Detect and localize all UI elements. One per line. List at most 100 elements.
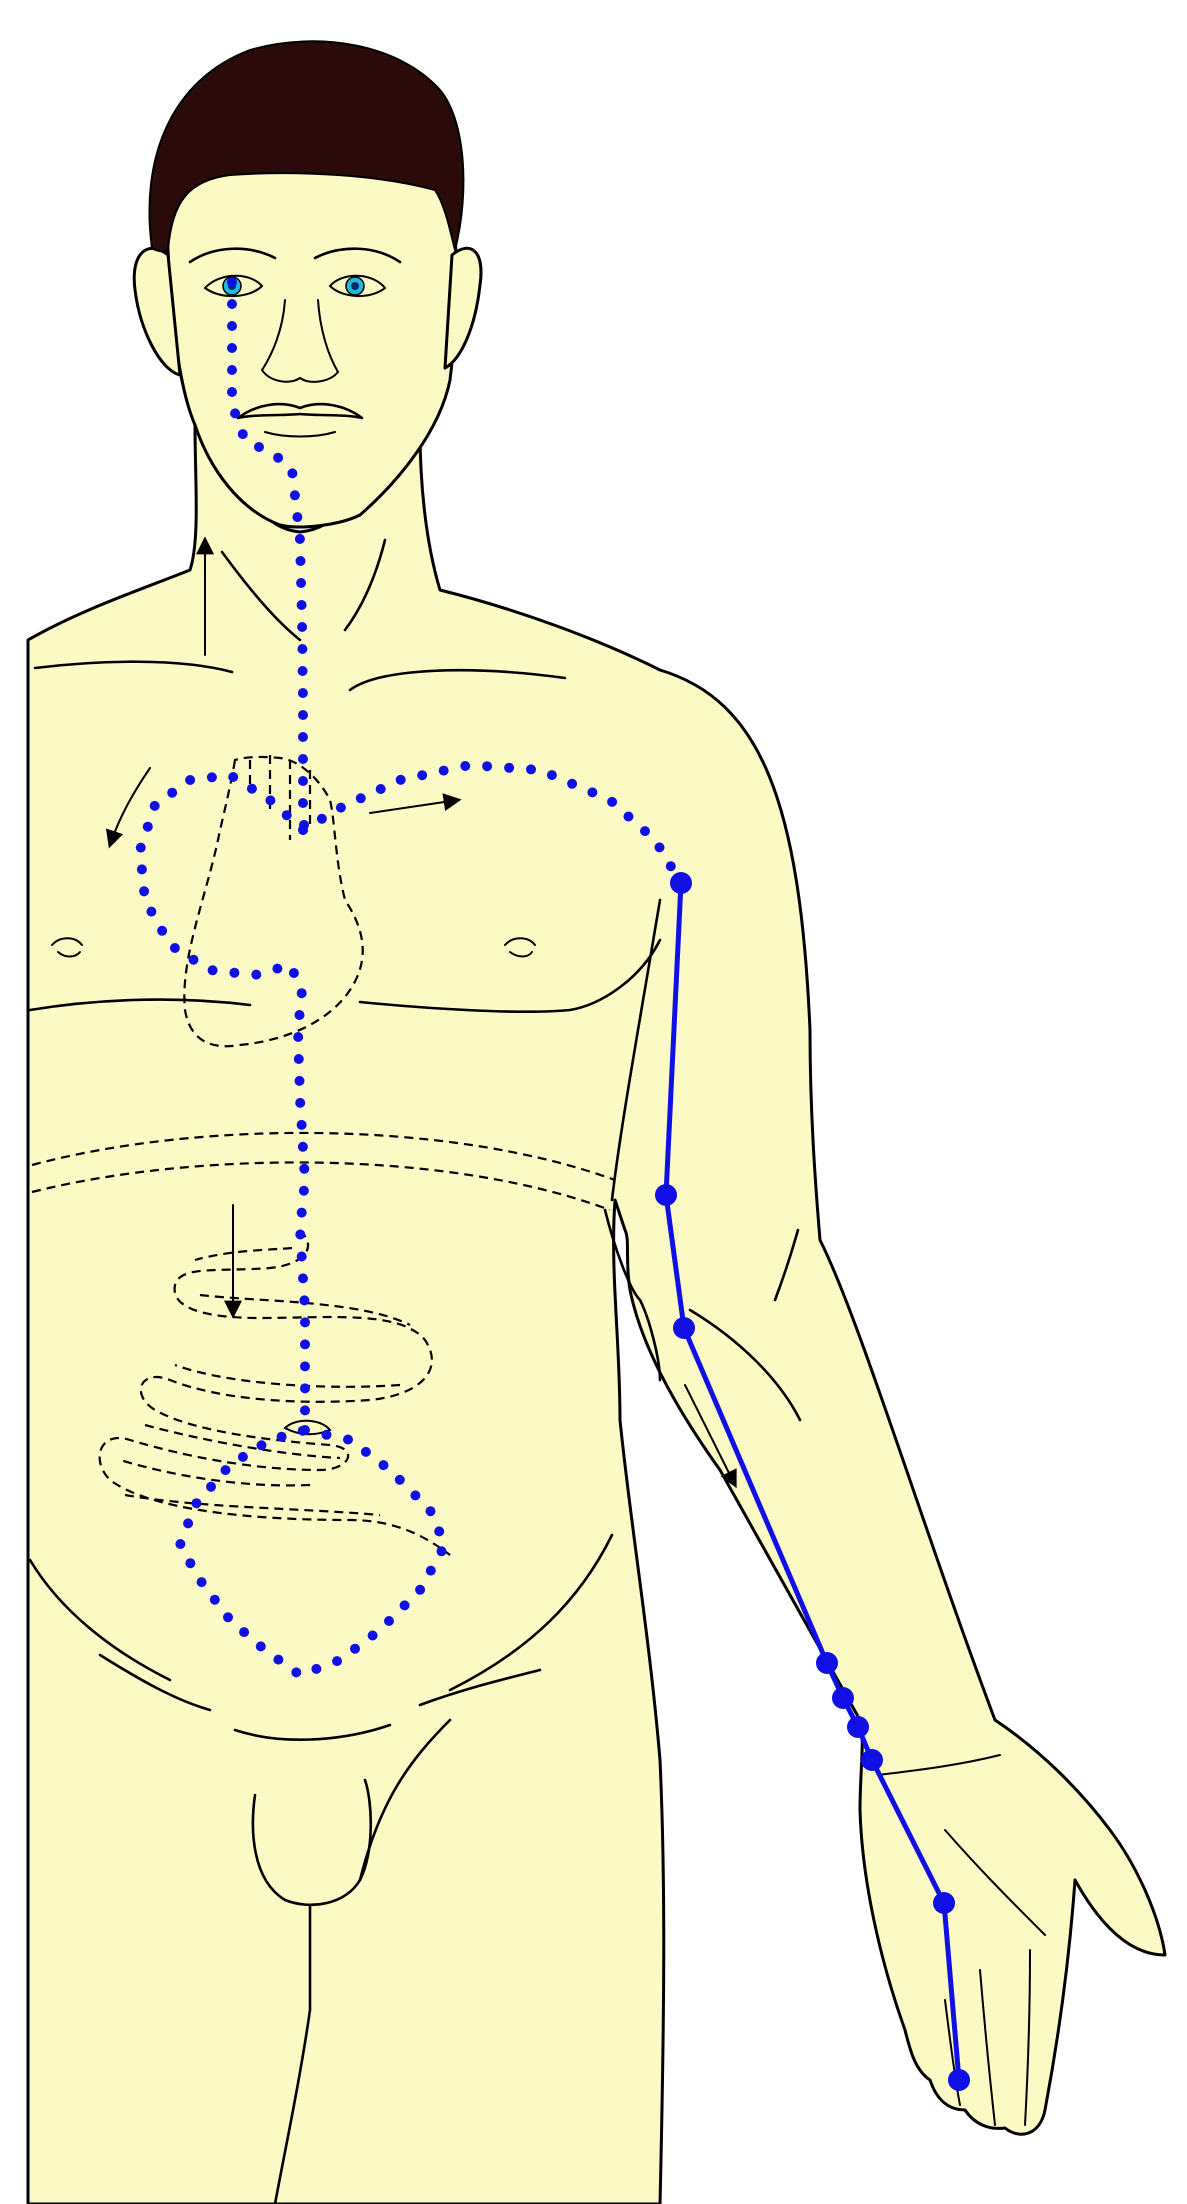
meridian-dot: [417, 770, 428, 781]
elbow-crease: [603, 1208, 662, 1382]
meridian-dot: [251, 969, 262, 980]
meridian-dot: [295, 556, 306, 566]
arrow-chest-right: [369, 793, 462, 814]
meridian-dot: [335, 802, 346, 813]
pectoral-right: [358, 938, 662, 1013]
abdomen-right: [448, 1533, 614, 1692]
forearm-fold: [688, 1308, 802, 1422]
meridian-dot: [294, 1010, 305, 1020]
meridian-dot: [169, 943, 180, 953]
acupoint: [655, 1184, 677, 1206]
meridian-dot: [321, 1429, 332, 1440]
meridian-dot: [188, 954, 199, 965]
meridian-dot: [298, 1185, 309, 1196]
meridian-dot: [298, 710, 308, 720]
acupoint: [670, 872, 692, 894]
meridian-dot: [276, 1431, 287, 1442]
meridian-dot: [425, 1506, 436, 1517]
meridian-dot: [300, 1383, 310, 1394]
meridian-dot: [296, 1207, 307, 1218]
meridian-dot: [567, 778, 578, 789]
groin-right: [418, 1668, 542, 1707]
meridian-dot: [311, 1663, 322, 1674]
acupoint: [847, 1716, 869, 1738]
meridian-dot: [299, 1295, 310, 1306]
meridian-dot: [640, 826, 650, 837]
finger-line-2: [1024, 1949, 1031, 2126]
meridian-dot: [665, 861, 676, 872]
finger-line-1: [979, 1969, 996, 2126]
meridian-external-points: [655, 872, 970, 2091]
meridian-dot: [607, 796, 618, 807]
meridian-dot: [206, 1481, 216, 1492]
meridian-dot: [246, 783, 257, 794]
meridian-dot: [183, 1518, 194, 1529]
meridian-dot: [296, 578, 307, 588]
neck-left: [220, 550, 302, 642]
meridian-dot: [196, 1577, 207, 1588]
meridian-dot: [460, 761, 471, 771]
hair: [148, 40, 465, 253]
meridian-dot: [239, 1627, 250, 1638]
meridian-dot: [360, 1446, 371, 1457]
diaphragm-upper: [31, 1131, 616, 1182]
meridian-dot: [296, 1119, 307, 1130]
meridian-dot: [227, 321, 237, 331]
left-ear: [132, 246, 182, 377]
clavicle-right: [348, 668, 567, 692]
meridian-dot: [299, 1163, 310, 1174]
meridian-dot: [273, 452, 284, 463]
meridian-dot: [209, 1594, 220, 1605]
meridian-dot: [425, 1565, 436, 1576]
forearm-line: [773, 1228, 800, 1302]
meridian-dot: [292, 512, 303, 523]
meridian-dot: [395, 774, 406, 785]
meridian-dot: [298, 776, 308, 786]
meridian-dot: [295, 1229, 306, 1240]
meridian-dot: [220, 1465, 231, 1476]
meridian-dot: [175, 1539, 186, 1549]
pubis-line: [233, 1723, 392, 1741]
meridian-dot: [297, 1141, 308, 1152]
meridian-dot: [288, 968, 299, 978]
meridian-dot: [355, 793, 366, 804]
heart-outline: [183, 755, 364, 1048]
meridian-dot: [295, 1097, 306, 1108]
meridian-dot: [265, 795, 276, 806]
meridian-dot: [291, 1667, 302, 1678]
right-ear: [443, 246, 483, 370]
nose: [260, 299, 340, 383]
meridian-dot: [237, 429, 248, 440]
diaphragm-lower: [31, 1161, 611, 1212]
intestine-inner: [119, 1246, 411, 1517]
meridian-dot: [546, 770, 557, 781]
meridian-dot: [191, 1498, 202, 1509]
leg-divider: [273, 1903, 312, 2204]
meridian-dot: [297, 622, 308, 632]
meridian-dot: [300, 1317, 310, 1328]
meridian-dot: [167, 787, 178, 798]
meridian-dot: [142, 821, 153, 832]
abdomen-left: [28, 1558, 172, 1682]
meridian-dot: [623, 811, 634, 822]
meridian-dot: [289, 490, 300, 501]
pectoral-left: [28, 998, 252, 1012]
acupoint: [933, 1892, 955, 1914]
acupoint: [816, 1652, 838, 1674]
meridian-dot: [294, 1075, 305, 1086]
meridian-dot: [135, 842, 146, 853]
mustache: [236, 402, 364, 420]
finger-line-3: [944, 1999, 961, 2106]
meridian-dot: [185, 1558, 196, 1569]
intestine-outline: [98, 1229, 451, 1556]
meridian-dot: [227, 365, 237, 375]
meridian-dot: [384, 1616, 394, 1626]
meridian-dot: [227, 343, 237, 353]
meridian-dot: [139, 886, 150, 897]
meridian-dot: [296, 988, 307, 999]
palm-line: [944, 1829, 1046, 1936]
meridian-dot: [504, 762, 515, 773]
meridian-dot: [206, 772, 217, 783]
